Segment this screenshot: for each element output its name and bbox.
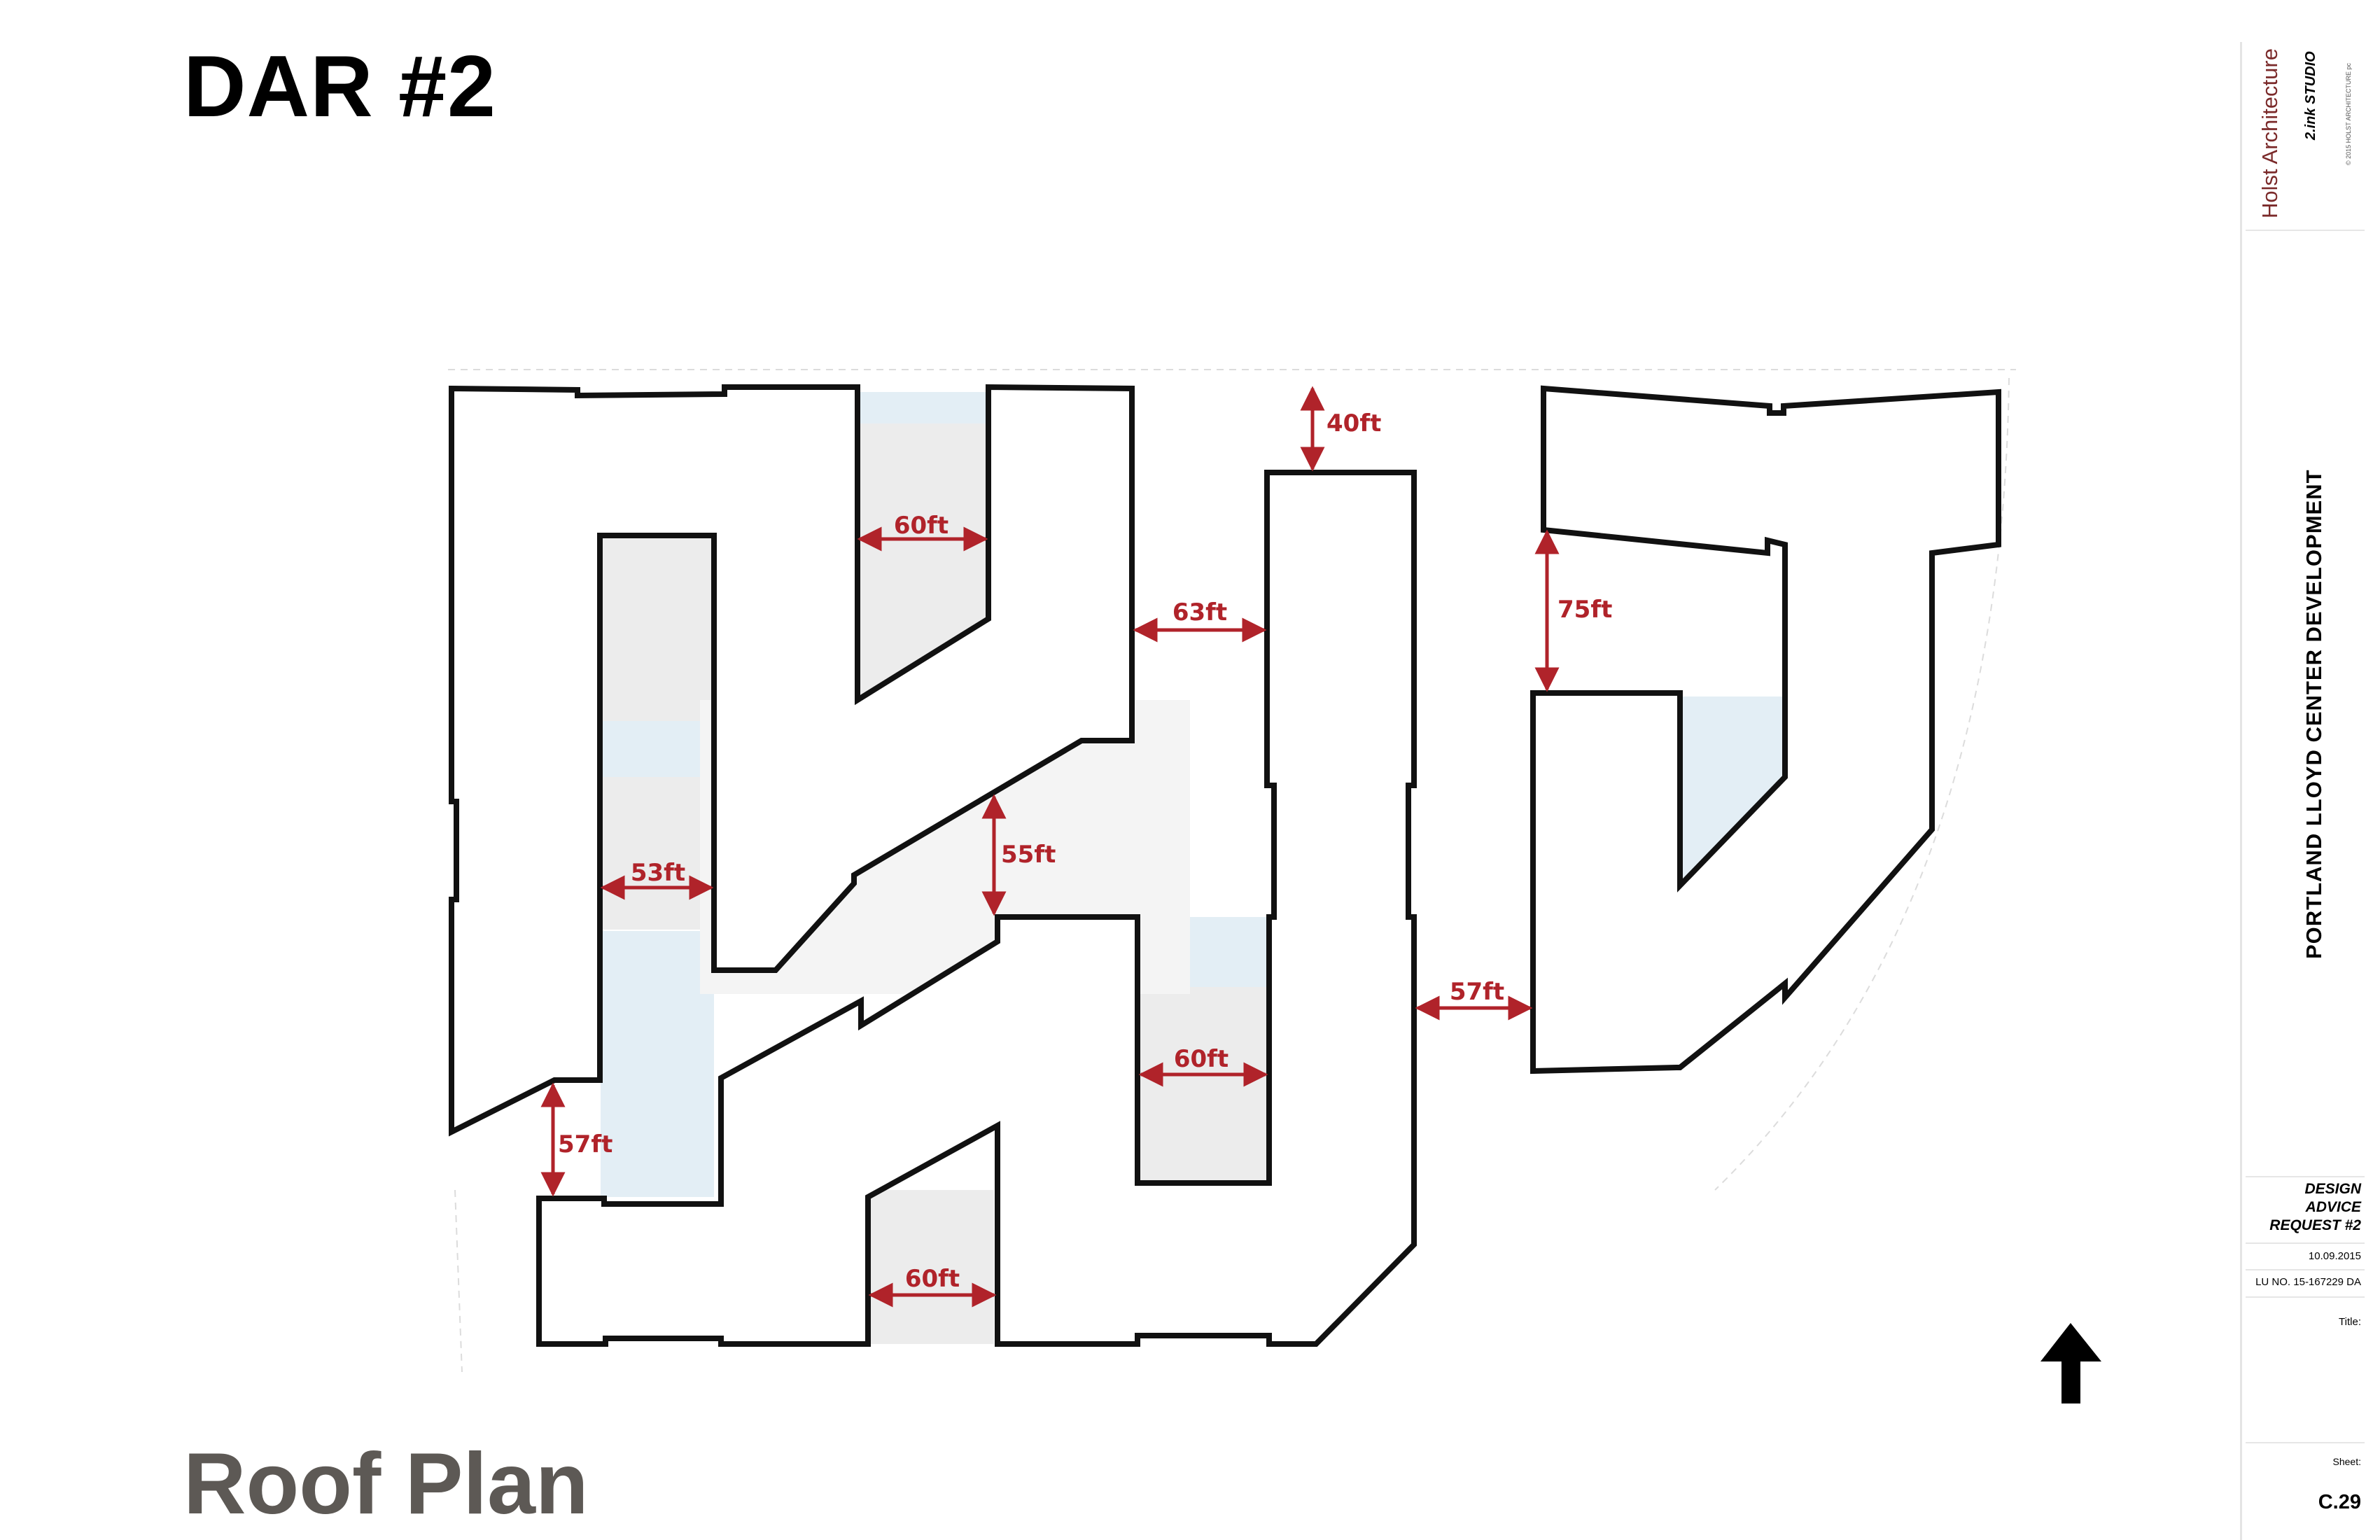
firm-name: Holst Architecture xyxy=(2258,48,2282,218)
dim-label-40: 40ft xyxy=(1326,410,1381,438)
request-name: DESIGN ADVICE REQUEST #2 xyxy=(2269,1181,2361,1233)
dim-label-55: 55ft xyxy=(1001,841,1056,869)
sheet-label: Sheet: xyxy=(2332,1456,2361,1467)
building-a xyxy=(449,384,1135,1137)
building-c xyxy=(1530,385,2001,1074)
dim-label-60-south: 60ft xyxy=(905,1265,960,1293)
title-block-divider xyxy=(2246,230,2365,231)
dim-label-57-east: 57ft xyxy=(1450,978,1504,1006)
dim-label-57-west: 57ft xyxy=(558,1130,612,1158)
dimension-labels: 40ft 60ft 63ft 75ft 55ft 53ft 57ft 60ft … xyxy=(558,410,1612,1293)
title-block-divider xyxy=(2246,1442,2365,1443)
dim-label-53: 53ft xyxy=(631,859,685,887)
building-b xyxy=(536,470,1417,1347)
project-name: PORTLAND LLOYD CENTER DEVELOPMENT xyxy=(2302,469,2326,959)
drawing-title: Roof Plan xyxy=(183,1436,589,1532)
issue-date: 10.09.2015 xyxy=(2308,1250,2361,1262)
sheet-title: DAR #2 xyxy=(183,38,497,135)
copyright-notice: © 2015 HOLST ARCHITECTURE pc xyxy=(2345,62,2352,165)
sheet-number: C.29 xyxy=(2318,1491,2361,1513)
dim-label-60-middle: 60ft xyxy=(1174,1045,1228,1073)
title-block-divider xyxy=(2246,1296,2365,1298)
dim-label-60-north: 60ft xyxy=(894,512,948,540)
title-block-divider xyxy=(2246,1242,2365,1244)
title-block-border xyxy=(2240,42,2242,1540)
title-label: Title: xyxy=(2339,1316,2361,1328)
studio-name: 2.ink STUDIO xyxy=(2303,51,2318,140)
land-use-number: LU NO. 15-167229 DA xyxy=(2255,1276,2361,1288)
dim-label-63: 63ft xyxy=(1172,598,1227,626)
title-block-divider xyxy=(2246,1176,2365,1177)
courtyards xyxy=(601,392,1785,1344)
dimension-lines xyxy=(540,386,1560,1308)
dim-label-75: 75ft xyxy=(1558,596,1612,624)
north-arrow-icon xyxy=(2040,1323,2101,1404)
title-block-divider xyxy=(2246,1269,2365,1270)
building-outlines xyxy=(449,384,2001,1347)
